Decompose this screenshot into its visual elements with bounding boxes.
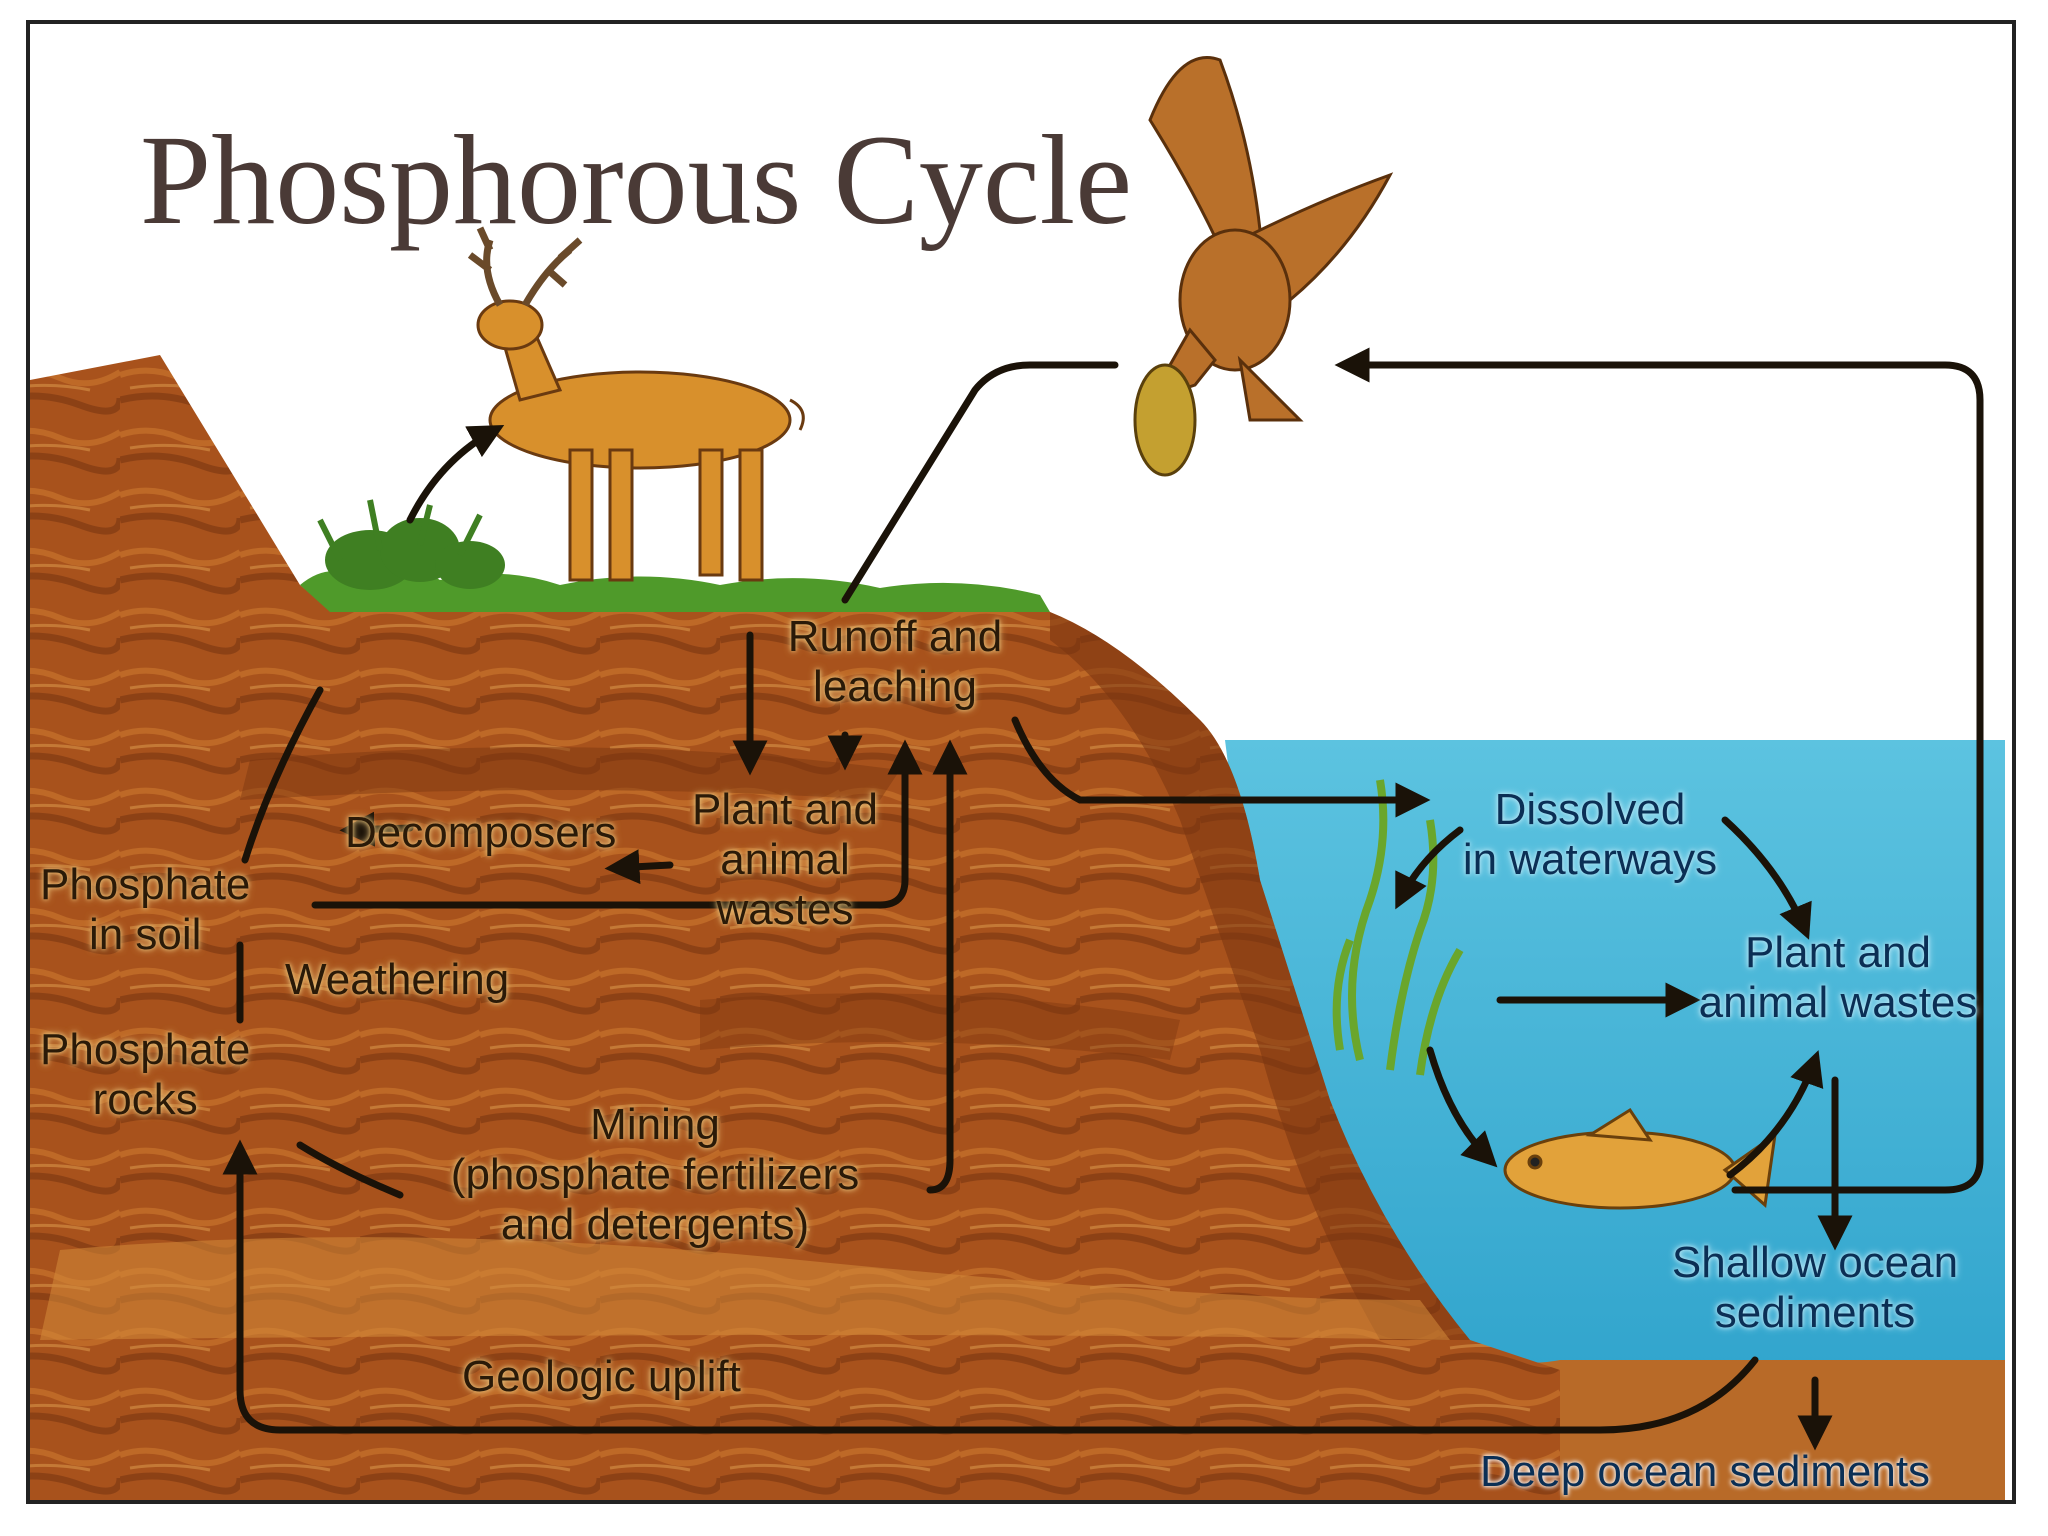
label-line: (phosphate fertilizers [450, 1150, 860, 1199]
label-line: animal [720, 835, 850, 884]
label-plant-animal-wastes-water: Plant and animal wastes [1699, 928, 1978, 1028]
label-shallow-ocean-sediments: Shallow ocean sediments [1672, 1238, 1958, 1338]
deer [476, 299, 805, 582]
seaweed [1332, 779, 1464, 1076]
label-line: Plant and [1745, 928, 1931, 977]
deer-antlers [467, 226, 583, 307]
label-plant-animal-wastes-land: Plant and animal wastes [692, 785, 878, 935]
shrub [317, 499, 505, 590]
soil-band-3 [700, 993, 1180, 1060]
label-decomposers: Decomposers [345, 808, 617, 857]
label-line: animal wastes [1698, 978, 1978, 1027]
label-dissolved-in-waterways: Dissolved in waterways [1463, 785, 1717, 885]
label-mining: Mining (phosphate fertilizers and deterg… [451, 1100, 859, 1250]
label-line: Mining [590, 1100, 720, 1149]
label-line: in waterways [1462, 835, 1718, 884]
label-line: and detergents) [500, 1200, 810, 1249]
land-cliff [30, 355, 1560, 1500]
label-line: Runoff and [787, 612, 1003, 661]
label-line: sediments [1714, 1288, 1916, 1337]
label-line: Shallow ocean [1671, 1238, 1959, 1287]
label-line: wastes [716, 885, 854, 934]
diagram-title: Phosphorous Cycle [140, 109, 1132, 251]
cliff-shade [1050, 612, 1470, 1340]
label-line: Plant and [692, 785, 878, 834]
cycle-arrows [222, 347, 1984, 1451]
label-weathering: Weathering [285, 955, 510, 1004]
label-line: Phosphate [40, 1025, 251, 1074]
soil-band [40, 1237, 1450, 1340]
label-line: Phosphate [40, 860, 251, 909]
label-deep-ocean-sediments: Deep ocean sediments [1480, 1447, 1931, 1496]
label-geologic-uplift: Geologic uplift [462, 1352, 741, 1401]
label-phosphate-in-soil: Phosphate in soil [40, 860, 250, 960]
hawk-prey-fish [1133, 363, 1197, 477]
label-runoff-leaching: Runoff and leaching [788, 612, 1002, 712]
label-line: leaching [813, 662, 977, 711]
fish [1503, 1107, 1777, 1210]
label-line: Dissolved [1494, 785, 1686, 834]
label-line: rocks [92, 1075, 198, 1124]
label-phosphate-rocks: Phosphate rocks [40, 1025, 250, 1125]
label-line: in soil [88, 910, 202, 959]
